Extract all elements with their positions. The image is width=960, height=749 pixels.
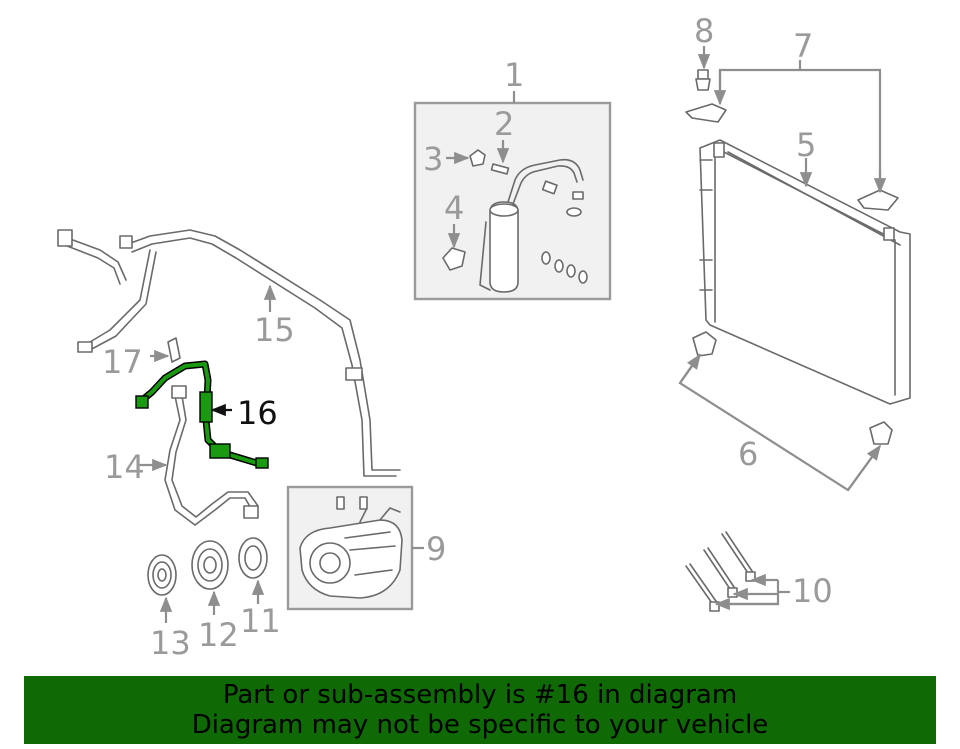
callout-7: 7 <box>793 27 813 65</box>
callout-9: 9 <box>426 530 446 568</box>
callout-16: 16 <box>237 394 278 432</box>
callout-13: 13 <box>150 624 191 662</box>
discharge-line-group <box>138 385 259 526</box>
callout-12: 12 <box>198 616 239 654</box>
callout-1: 1 <box>504 56 524 94</box>
compressor-group <box>286 485 424 611</box>
callout-3: 3 <box>423 140 443 178</box>
callout-15: 15 <box>254 311 295 349</box>
callout-2: 2 <box>494 105 514 143</box>
diagram-notice-banner: Part or sub-assembly is #16 in diagram D… <box>24 676 936 744</box>
callout-8: 8 <box>694 12 714 50</box>
condenser-group <box>678 46 911 492</box>
highlighted-hose-16 <box>135 360 269 469</box>
suction-line-group <box>57 229 401 477</box>
banner-line-1: Part or sub-assembly is #16 in diagram <box>222 680 738 710</box>
callout-4: 4 <box>444 189 464 227</box>
banner-line-2: Diagram may not be specific to your vehi… <box>191 710 769 740</box>
callout-10: 10 <box>792 572 833 610</box>
callout-14: 14 <box>104 448 145 486</box>
callout-11: 11 <box>240 602 281 640</box>
callout-6: 6 <box>738 435 758 473</box>
valve-17-group <box>150 337 181 363</box>
clutch-parts-group <box>147 537 268 623</box>
receiver-drier-kit-group <box>413 91 612 301</box>
callout-5: 5 <box>796 126 816 164</box>
bolts-group <box>685 531 790 612</box>
callout-17: 17 <box>102 343 143 381</box>
